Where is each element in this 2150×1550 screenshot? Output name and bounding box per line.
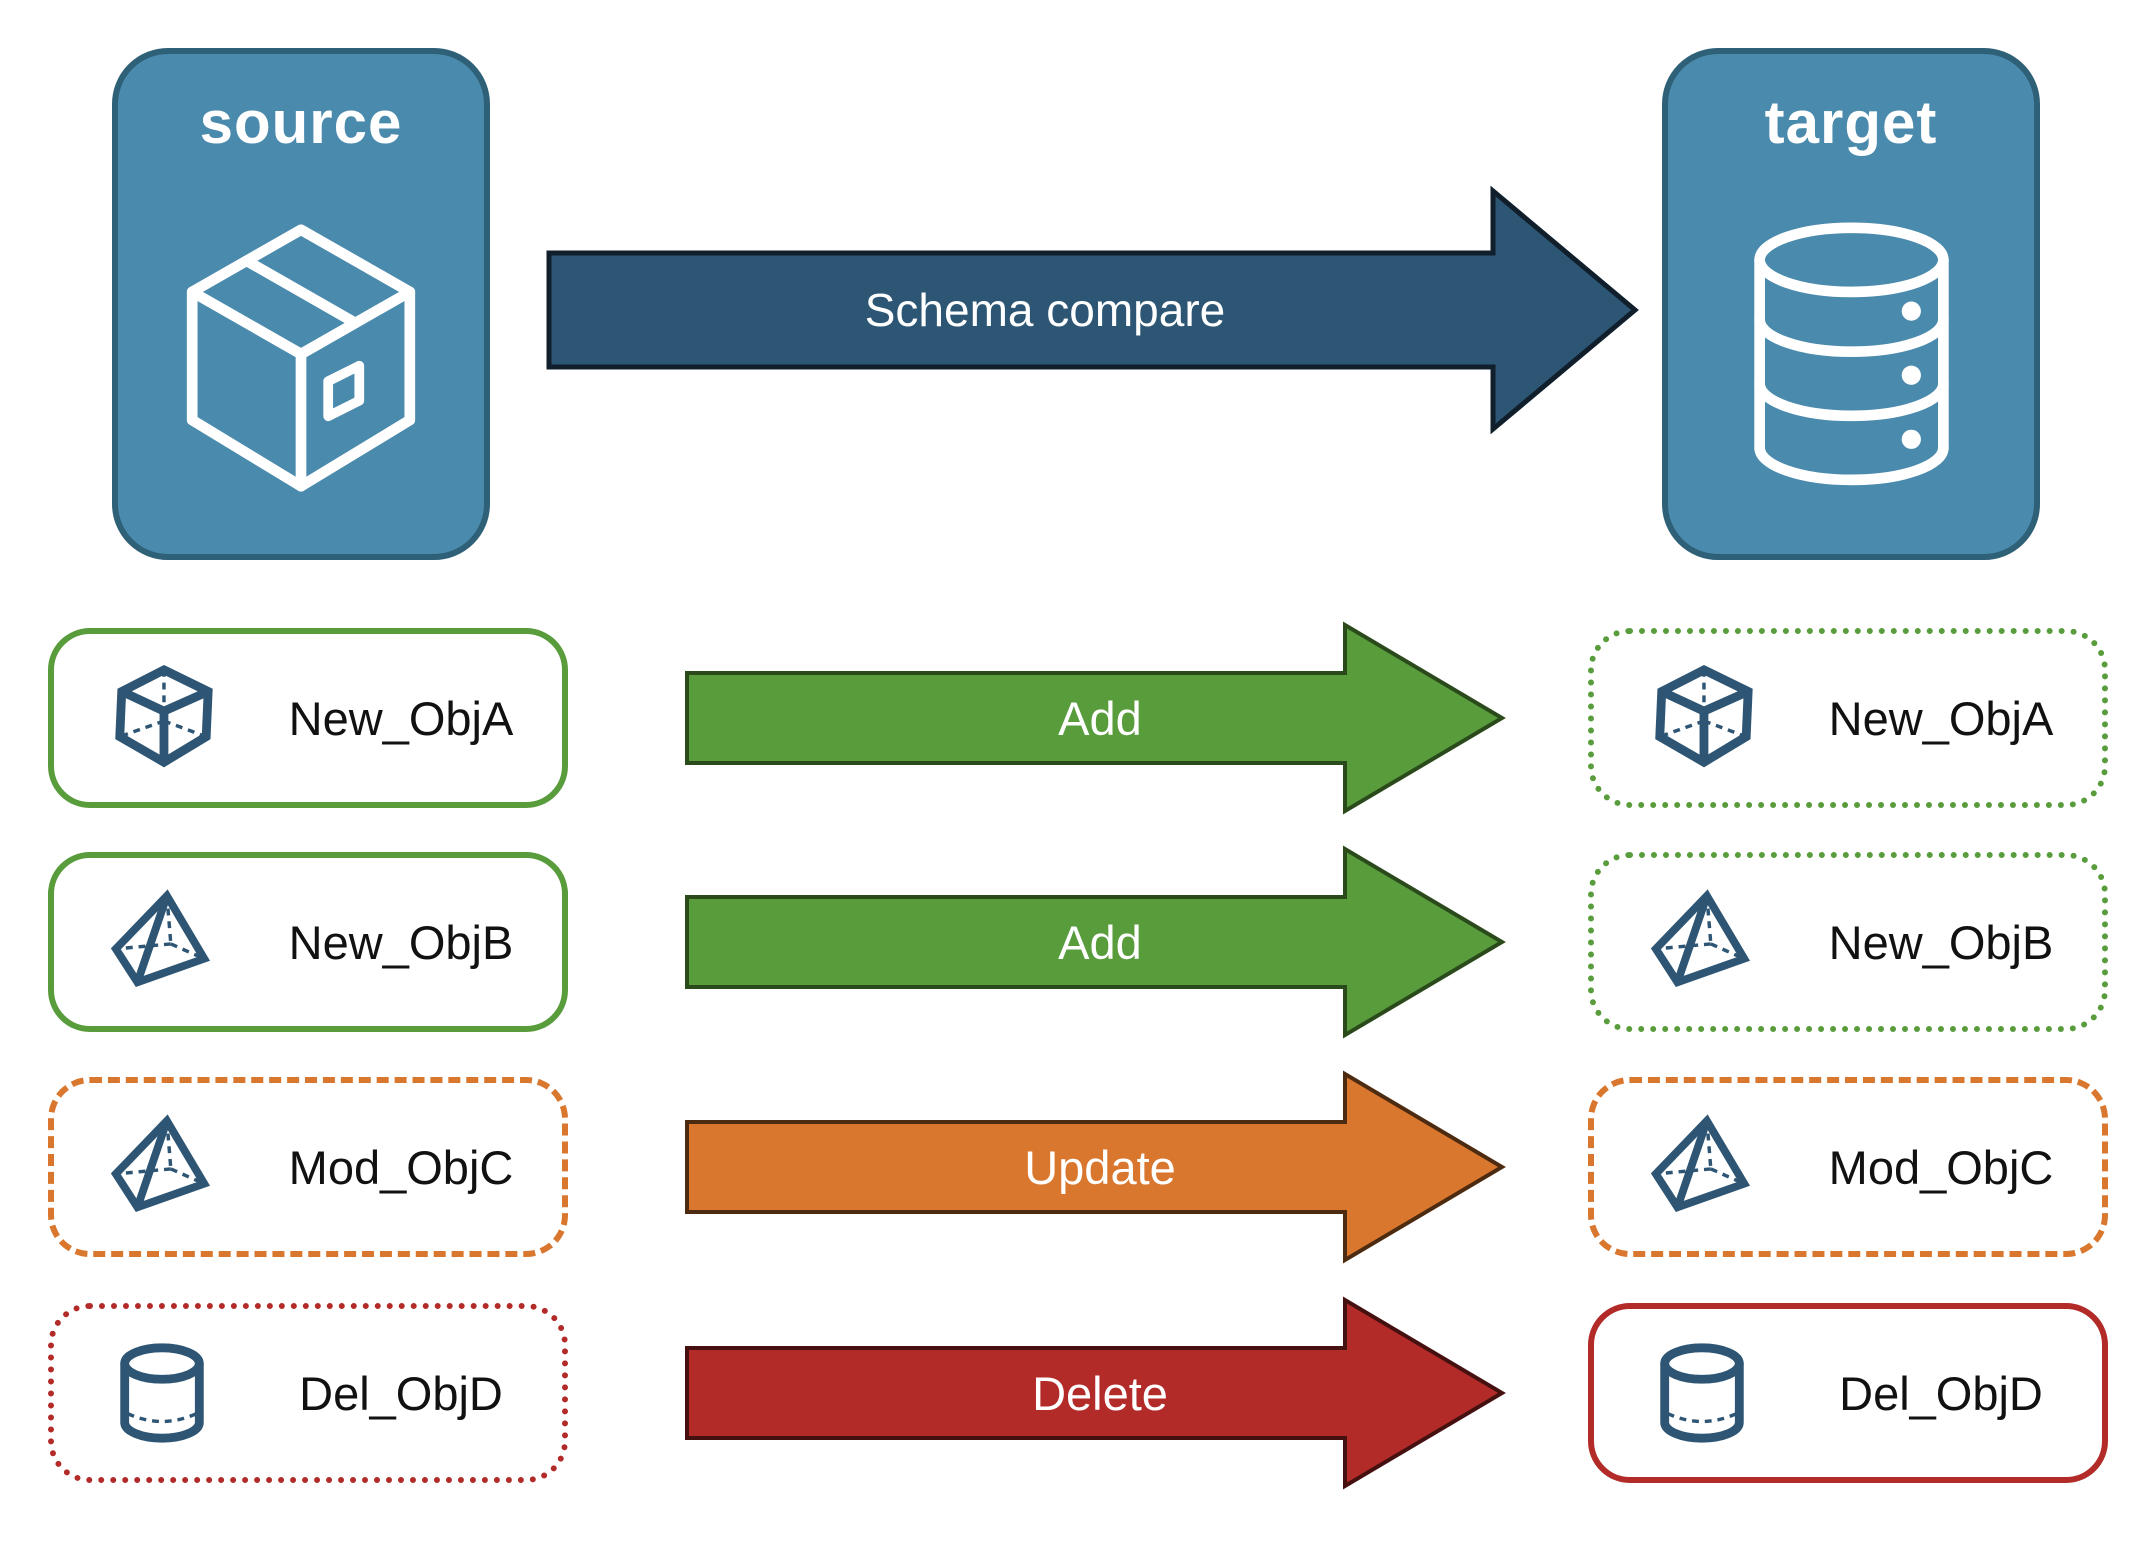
- target-object-box-new-obja: New_ObjA: [1588, 628, 2108, 808]
- source-object-box-new-obja: New_ObjA: [48, 628, 568, 808]
- pyramid-icon: [1646, 886, 1758, 998]
- delete-arrow: Delete: [685, 1288, 1515, 1498]
- object-name: Del_ObjD: [1839, 1366, 2043, 1420]
- schema-compare-label: Schema compare: [864, 284, 1226, 336]
- object-name: Mod_ObjC: [288, 1140, 514, 1194]
- object-name: Mod_ObjC: [1828, 1140, 2054, 1194]
- delete-arrow-label: Delete: [1032, 1366, 1168, 1420]
- object-name: New_ObjB: [288, 915, 514, 969]
- pyramid-icon: [106, 1111, 218, 1223]
- target-node: target: [1662, 48, 2040, 560]
- source-node: source: [112, 48, 490, 560]
- cylinder-icon: [1646, 1337, 1758, 1449]
- pyramid-icon: [1646, 1111, 1758, 1223]
- cube-icon: [1646, 662, 1758, 774]
- target-object-box-del-objd: Del_ObjD: [1588, 1303, 2108, 1483]
- source-node-label: source: [199, 89, 403, 156]
- add-arrow-label: Add: [1058, 691, 1142, 745]
- update-arrow-label: Update: [1024, 1140, 1176, 1194]
- target-object-box-mod-objc: Mod_ObjC: [1588, 1077, 2108, 1257]
- target-node-label: target: [1764, 89, 1938, 156]
- add-arrow: Add: [685, 837, 1515, 1047]
- add-arrow: Add: [685, 613, 1515, 823]
- object-name: New_ObjA: [1828, 691, 2054, 745]
- target-object-box-new-objb: New_ObjB: [1588, 852, 2108, 1032]
- object-name: New_ObjB: [1828, 915, 2054, 969]
- schema-compare-arrow: Schema compare: [545, 185, 1640, 435]
- package-icon: [118, 157, 484, 554]
- pyramid-icon: [106, 886, 218, 998]
- object-name: New_ObjA: [288, 691, 514, 745]
- database-icon: [1668, 157, 2034, 554]
- source-object-box-new-objb: New_ObjB: [48, 852, 568, 1032]
- cylinder-icon: [106, 1337, 218, 1449]
- source-object-box-mod-objc: Mod_ObjC: [48, 1077, 568, 1257]
- object-name: Del_ObjD: [299, 1366, 503, 1420]
- add-arrow-label: Add: [1058, 915, 1142, 969]
- source-object-box-del-objd: Del_ObjD: [48, 1303, 568, 1483]
- cube-icon: [106, 662, 218, 774]
- update-arrow: Update: [685, 1062, 1515, 1272]
